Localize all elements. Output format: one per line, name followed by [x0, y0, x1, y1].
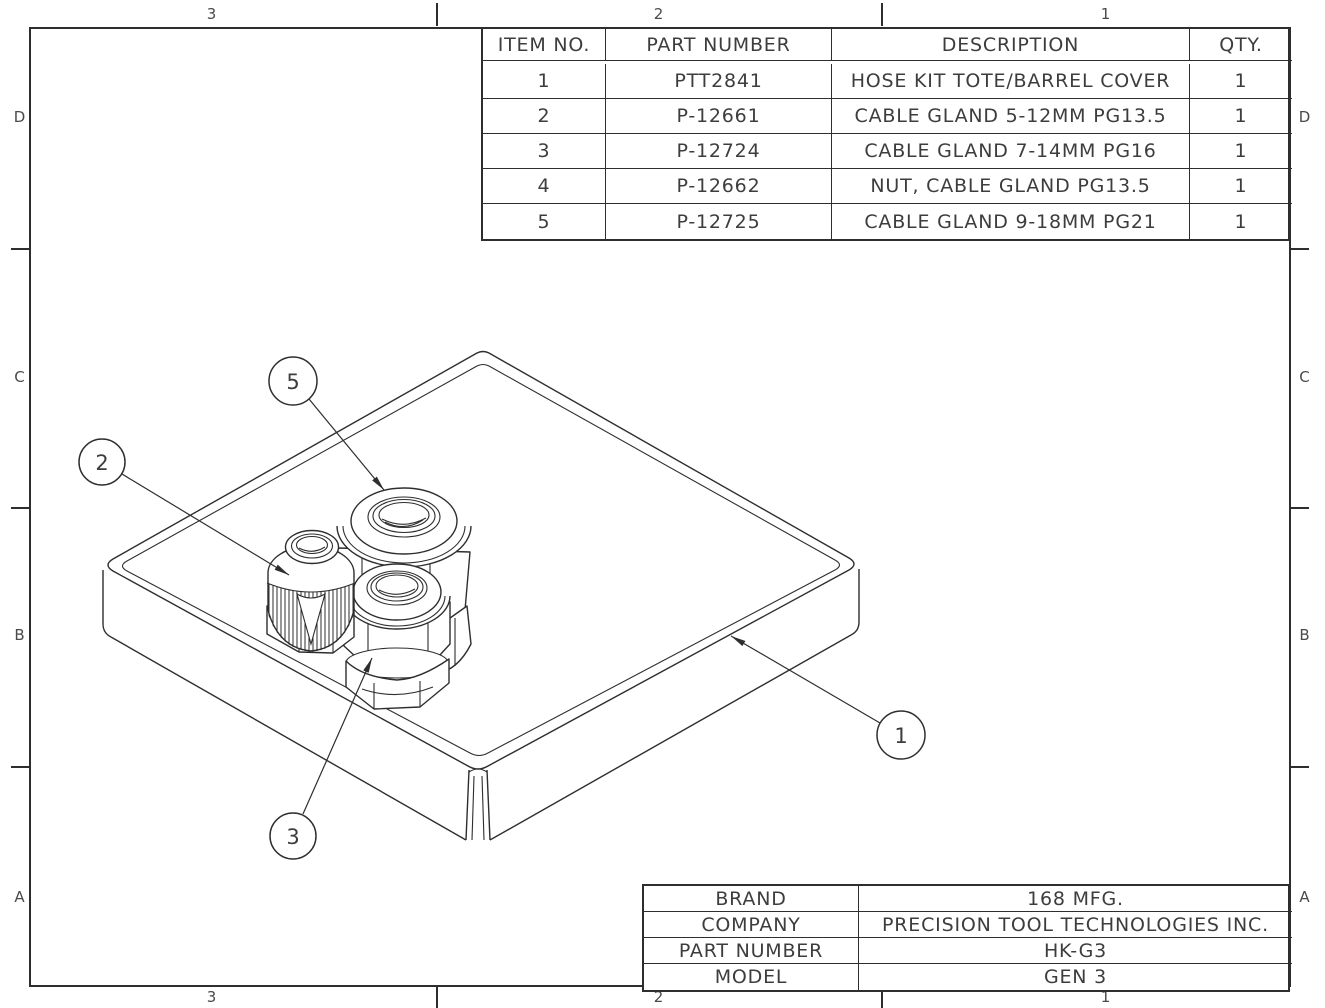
leader-lines [121, 398, 881, 815]
zone-label-left: C [14, 368, 26, 386]
zone-label-top: 3 [206, 5, 218, 23]
bom-cell-qty: 1 [1190, 169, 1292, 204]
bom-cell-part-number: P-12724 [606, 134, 832, 169]
bom-cell-item: 4 [483, 169, 606, 204]
zone-tick [881, 985, 883, 1008]
zone-label-left: A [14, 888, 26, 906]
title-block-value-company: PRECISION TOOL TECHNOLOGIES INC. [859, 912, 1292, 938]
bom-cell-part-number: P-12661 [606, 99, 832, 134]
zone-tick [1290, 766, 1309, 768]
bom-cell-description: CABLE GLAND 7-14MM PG16 [832, 134, 1190, 169]
bom-cell-part-number: P-12662 [606, 169, 832, 204]
zone-label-right: C [1299, 368, 1311, 386]
balloon-label: 1 [894, 724, 907, 748]
bom-table: ITEM NO. PART NUMBER DESCRIPTION QTY. 1 … [481, 27, 1292, 241]
cable-gland-front-pg16 [343, 563, 451, 710]
title-block-value-model: GEN 3 [1043, 966, 1108, 988]
title-block-label: PART NUMBER [644, 938, 859, 964]
bom-cell-part-number: PTT2841 [606, 64, 832, 99]
bom-header-item-no: ITEM NO. [483, 29, 606, 61]
bom-cell-item: 1 [483, 64, 606, 99]
bom-cell-description: NUT, CABLE GLAND PG13.5 [832, 169, 1190, 204]
bom-cell-qty: 1 [1190, 64, 1292, 99]
zone-label-bottom: 3 [206, 988, 218, 1006]
bom-cell-part-number: P-12725 [606, 204, 832, 239]
title-block-label: COMPANY [644, 912, 859, 938]
zone-label-left: B [14, 626, 26, 644]
balloon-callout-3: 3 [269, 812, 317, 860]
cable-gland-left-pg13-5 [266, 529, 356, 654]
zone-tick [1290, 507, 1309, 509]
zone-tick [436, 985, 438, 1008]
zone-label-right: B [1299, 626, 1311, 644]
bom-cell-item: 5 [483, 204, 606, 239]
bom-cell-qty: 1 [1234, 210, 1248, 233]
balloon-callout-5: 5 [268, 356, 318, 406]
bom-header-description: DESCRIPTION [832, 29, 1190, 61]
zone-label-top: 2 [653, 5, 665, 23]
title-block-value-brand: 168 MFG. [859, 886, 1292, 912]
balloon-callout-1: 1 [876, 710, 926, 760]
zone-tick [11, 248, 30, 250]
zone-label-bottom: 1 [1100, 988, 1112, 1006]
zone-tick [1290, 248, 1309, 250]
bom-cell-item: 3 [483, 134, 606, 169]
zone-label-right: D [1298, 108, 1312, 126]
zone-tick [11, 507, 30, 509]
zone-label-bottom: 2 [653, 988, 665, 1006]
zone-label-left: D [13, 108, 27, 126]
title-block: BRAND 168 MFG. COMPANY PRECISION TOOL TE… [642, 884, 1292, 992]
bom-cell-qty: 1 [1190, 99, 1292, 134]
bom-header-qty: QTY. [1190, 29, 1292, 61]
tote-barrel-cover-plate [102, 350, 860, 841]
bom-cell-description: CABLE GLAND 5-12MM PG13.5 [832, 99, 1190, 134]
zone-label-top: 1 [1100, 5, 1112, 23]
balloon-label: 5 [286, 370, 299, 394]
zone-tick [881, 3, 883, 26]
bom-header-part-number: PART NUMBER [606, 29, 832, 61]
zone-label-right: A [1299, 888, 1311, 906]
zone-tick [11, 766, 30, 768]
bom-cell-description: HOSE KIT TOTE/BARREL COVER [832, 64, 1190, 99]
title-block-label: BRAND [644, 886, 859, 912]
balloon-callout-2: 2 [78, 438, 126, 486]
bom-cell-description: CABLE GLAND 9-18MM PG21 [832, 204, 1190, 239]
balloon-label: 2 [95, 451, 108, 475]
bom-cell-item: 2 [483, 99, 606, 134]
bom-cell-qty: 1 [1190, 134, 1292, 169]
title-block-value-part-number: HK-G3 [859, 938, 1292, 964]
zone-tick [436, 3, 438, 26]
balloon-label: 3 [286, 825, 299, 849]
title-block-label: MODEL [644, 964, 859, 990]
